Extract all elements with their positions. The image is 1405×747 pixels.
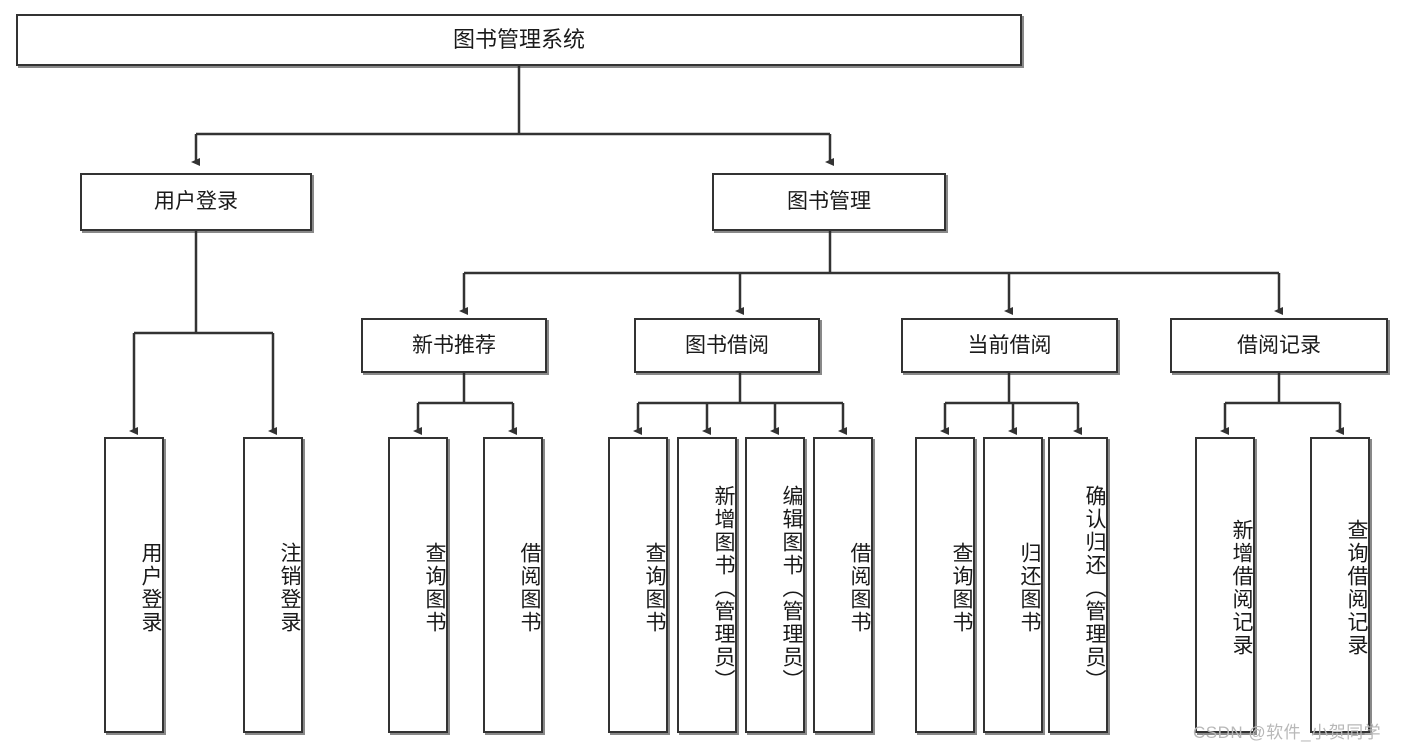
node-borrow-records-label: 借阅记录 xyxy=(1237,333,1321,357)
leaf-add-book-admin-label: 新增图书（管理员） xyxy=(712,484,735,692)
leaf-query-borrow-record-label: 查询借阅记录 xyxy=(1345,519,1368,657)
leaf-query-book-recommend-label: 查询图书 xyxy=(423,542,446,634)
leaf-user-login[interactable]: 用户登录 xyxy=(104,437,164,733)
node-book-borrow[interactable]: 图书借阅 xyxy=(634,318,820,373)
node-new-book-recommend-label: 新书推荐 xyxy=(412,333,496,357)
leaf-return-book-label: 归还图书 xyxy=(1018,542,1041,634)
leaf-confirm-return-admin[interactable]: 确认归还（管理员） xyxy=(1048,437,1108,733)
leaf-query-borrow-record[interactable]: 查询借阅记录 xyxy=(1310,437,1370,733)
leaf-logout[interactable]: 注销登录 xyxy=(243,437,303,733)
leaf-query-book-current-label: 查询图书 xyxy=(950,542,973,634)
leaf-add-borrow-record[interactable]: 新增借阅记录 xyxy=(1195,437,1255,733)
leaf-user-login-label: 用户登录 xyxy=(139,542,162,634)
leaf-borrow-book[interactable]: 借阅图书 xyxy=(813,437,873,733)
leaf-query-book-current[interactable]: 查询图书 xyxy=(915,437,975,733)
csdn-watermark: CSDN @软件_小贺同学 xyxy=(1193,723,1382,742)
leaf-add-book-admin[interactable]: 新增图书（管理员） xyxy=(677,437,737,733)
leaf-return-book[interactable]: 归还图书 xyxy=(983,437,1043,733)
leaf-query-book-borrow-label: 查询图书 xyxy=(643,542,666,634)
leaf-edit-book-admin[interactable]: 编辑图书（管理员） xyxy=(745,437,805,733)
leaf-confirm-return-admin-label: 确认归还（管理员） xyxy=(1083,484,1106,692)
leaf-query-book-borrow[interactable]: 查询图书 xyxy=(608,437,668,733)
leaf-query-book-recommend[interactable]: 查询图书 xyxy=(388,437,448,733)
node-user-login[interactable]: 用户登录 xyxy=(80,173,312,231)
node-user-login-label: 用户登录 xyxy=(154,190,238,214)
node-book-management-label: 图书管理 xyxy=(787,190,871,214)
node-current-borrow-label: 当前借阅 xyxy=(967,333,1052,357)
node-root[interactable]: 图书管理系统 xyxy=(16,14,1022,66)
leaf-borrow-book-recommend[interactable]: 借阅图书 xyxy=(483,437,543,733)
node-root-label: 图书管理系统 xyxy=(452,26,585,52)
leaf-add-borrow-record-label: 新增借阅记录 xyxy=(1230,519,1253,657)
node-book-management[interactable]: 图书管理 xyxy=(712,173,946,231)
node-new-book-recommend[interactable]: 新书推荐 xyxy=(361,318,547,373)
leaf-edit-book-admin-label: 编辑图书（管理员） xyxy=(780,484,803,692)
node-current-borrow[interactable]: 当前借阅 xyxy=(901,318,1118,373)
leaf-logout-label: 注销登录 xyxy=(278,542,301,634)
node-book-borrow-label: 图书借阅 xyxy=(685,333,769,357)
node-borrow-records[interactable]: 借阅记录 xyxy=(1170,318,1388,373)
leaf-borrow-book-label: 借阅图书 xyxy=(848,542,871,634)
leaf-borrow-book-recommend-label: 借阅图书 xyxy=(518,542,541,634)
